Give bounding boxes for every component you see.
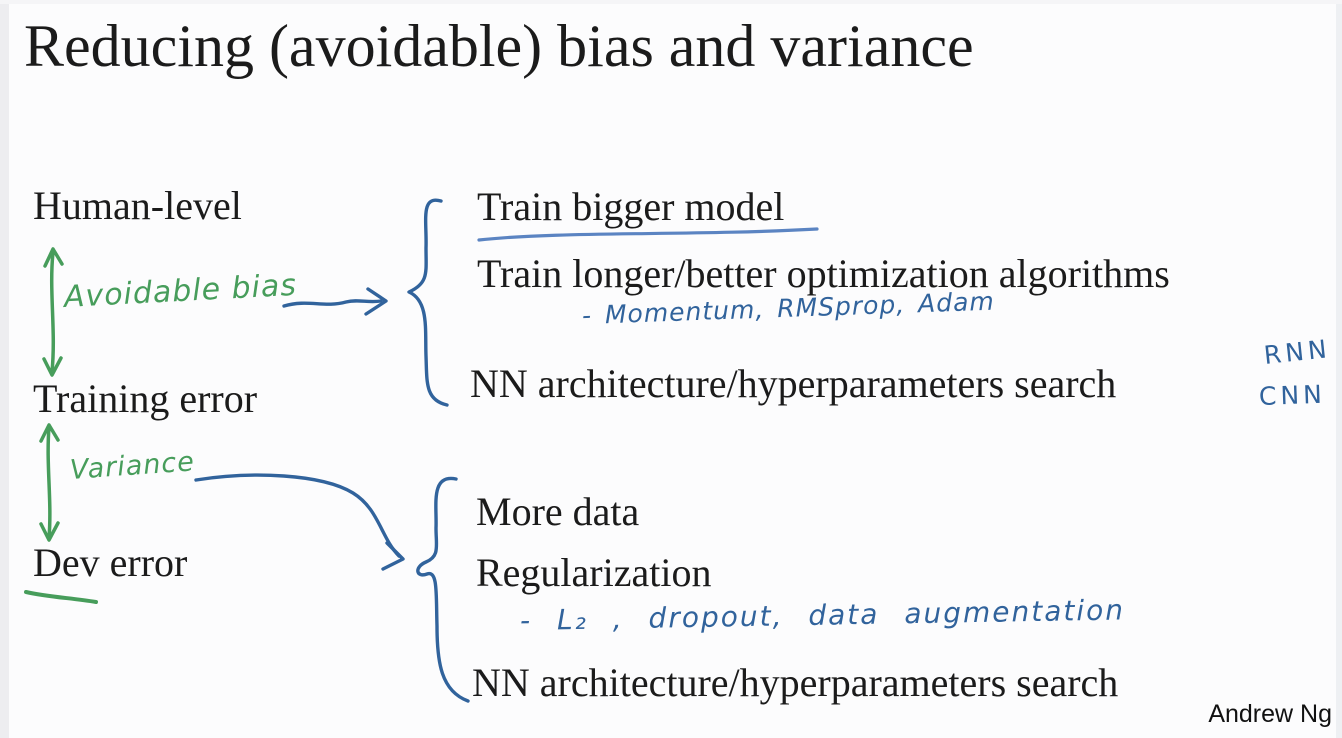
variance-to-remedies-arrow-icon xyxy=(194,473,405,571)
training-error-label: Training error xyxy=(33,376,258,421)
avoidable-bias-gap-arrow-icon xyxy=(42,247,64,377)
variance-remedy-nn-architecture-search: NN architecture/hyperparameters search xyxy=(472,660,1119,705)
bias-to-remedies-arrow-icon xyxy=(282,287,388,316)
right-edge-strip xyxy=(1336,0,1342,738)
variance-remedies-brace-icon xyxy=(416,476,470,703)
cnn-handwritten-note: CNN xyxy=(1258,379,1327,411)
author-credit: Andrew Ng xyxy=(1208,700,1332,728)
bias-remedies-brace-icon xyxy=(407,198,449,407)
variance-remedy-regularization: Regularization xyxy=(476,550,712,595)
dev-error-underline xyxy=(24,590,98,604)
variance-gap-arrow-icon xyxy=(39,423,60,542)
bias-remedy-train-bigger-model: Train bigger model xyxy=(477,184,785,229)
dev-error-label: Dev error xyxy=(33,540,188,585)
human-level-label: Human-level xyxy=(33,183,242,228)
slide-title: Reducing (avoidable) bias and variance xyxy=(24,13,974,79)
bias-remedy-train-longer: Train longer/better optimization algorit… xyxy=(477,251,1170,296)
left-edge-strip xyxy=(0,0,9,738)
train-bigger-model-underline xyxy=(477,227,819,242)
bias-remedy-nn-architecture-search: NN architecture/hyperparameters search xyxy=(470,361,1117,406)
variance-remedy-more-data: More data xyxy=(476,489,640,534)
top-edge-strip xyxy=(0,0,1342,4)
